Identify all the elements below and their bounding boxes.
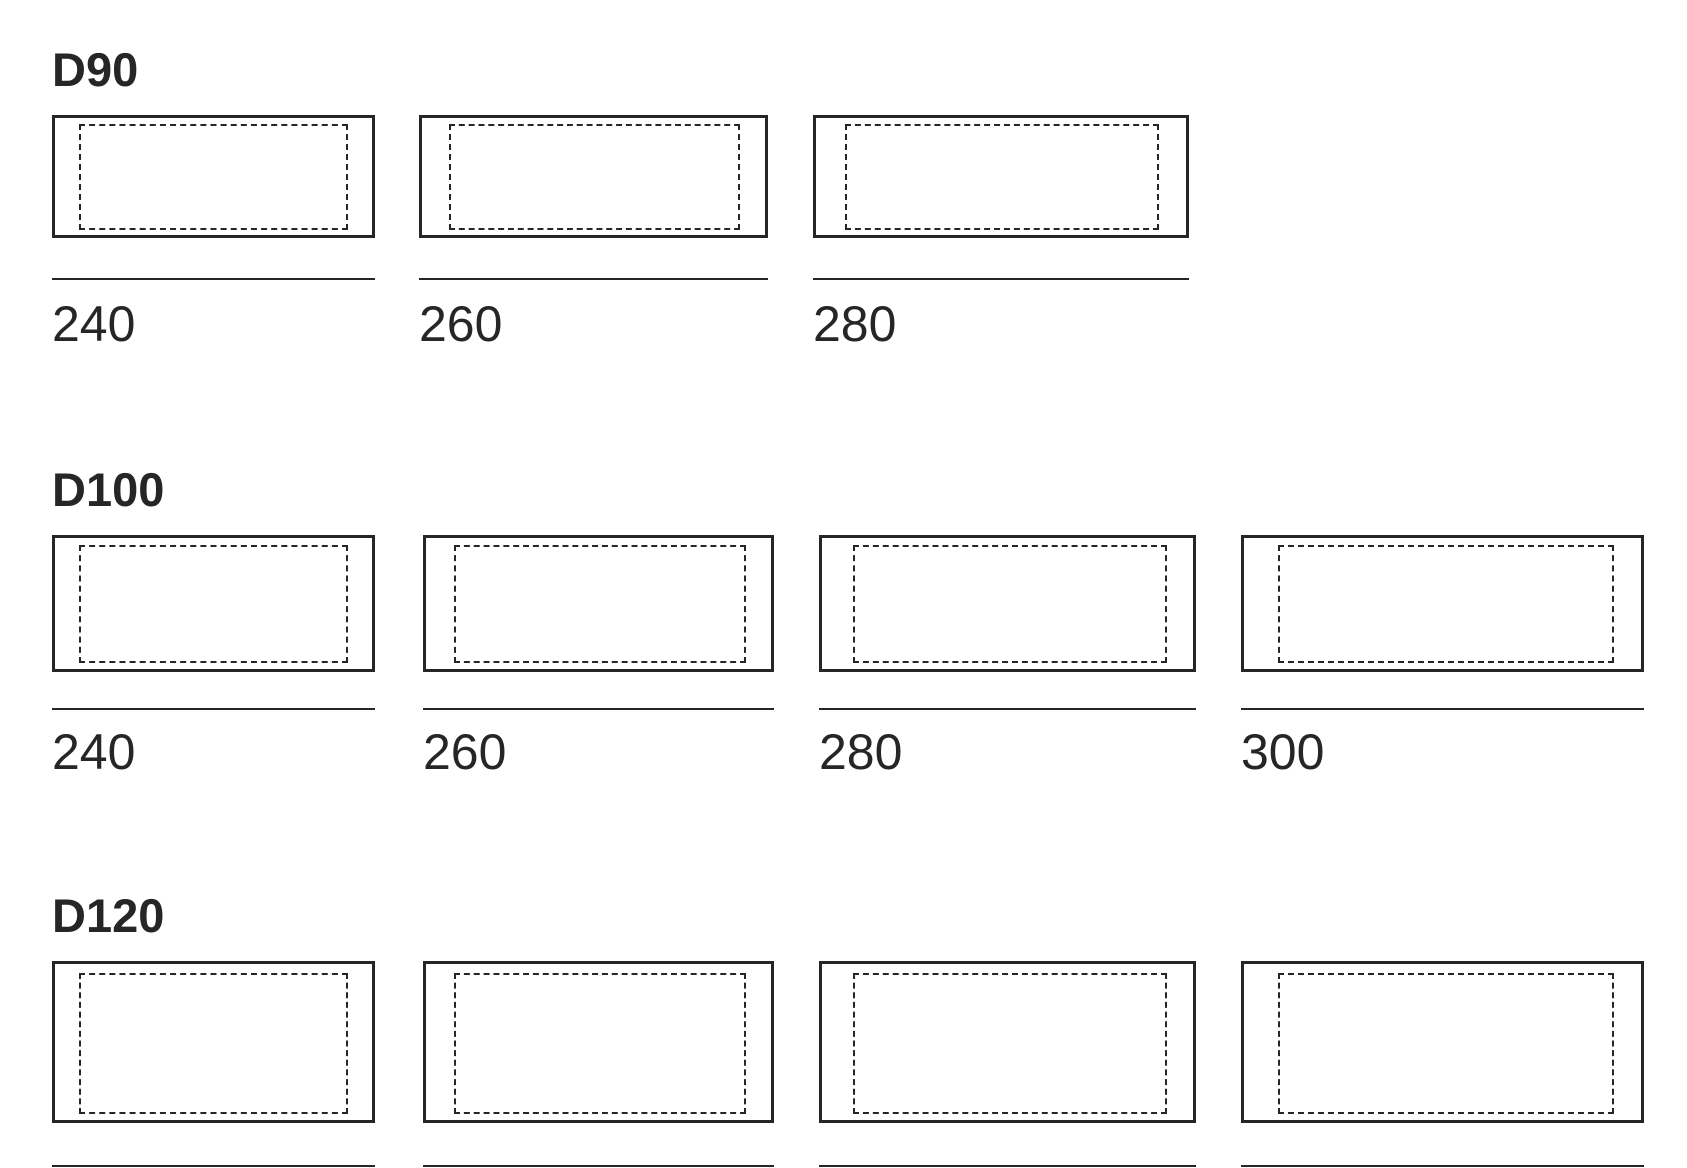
dimension-line (419, 278, 768, 280)
dimension-label: 260 (419, 296, 503, 352)
table-inner-dashed (1278, 973, 1614, 1114)
dimension-line (1241, 1165, 1644, 1167)
dimension-label: 240 (52, 296, 136, 352)
dimension-label: 260 (423, 724, 507, 780)
dimension-line (423, 708, 774, 710)
group-title-d120: D120 (52, 889, 165, 942)
table-inner-dashed (79, 545, 348, 663)
table-inner-dashed (845, 124, 1159, 230)
dimension-line (819, 708, 1196, 710)
table-outline (52, 115, 375, 238)
dimension-line (1241, 708, 1644, 710)
group-title-d90: D90 (52, 43, 139, 96)
table-outline (813, 115, 1189, 238)
table-outline (423, 535, 774, 672)
dimension-line (819, 1165, 1196, 1167)
dimension-label: 280 (819, 724, 903, 780)
table-outline (1241, 535, 1644, 672)
table-outline (1241, 961, 1644, 1123)
dimension-line (423, 1165, 774, 1167)
dimension-label: 240 (52, 724, 136, 780)
group-title-d100: D100 (52, 463, 165, 516)
table-inner-dashed (454, 545, 746, 663)
table-outline (419, 115, 768, 238)
dimension-label: 280 (813, 296, 897, 352)
table-inner-dashed (853, 973, 1167, 1114)
table-outline (52, 961, 375, 1123)
dimension-line (52, 278, 375, 280)
table-inner-dashed (853, 545, 1167, 663)
table-inner-dashed (1278, 545, 1614, 663)
table-inner-dashed (454, 973, 746, 1114)
table-outline (819, 961, 1196, 1123)
table-inner-dashed (79, 124, 348, 230)
dimension-line (813, 278, 1189, 280)
table-inner-dashed (79, 973, 348, 1114)
dimension-line (52, 708, 375, 710)
table-inner-dashed (449, 124, 740, 230)
dimension-line (52, 1165, 375, 1167)
table-outline (52, 535, 375, 672)
table-outline (423, 961, 774, 1123)
dimension-label: 300 (1241, 724, 1325, 780)
table-outline (819, 535, 1196, 672)
